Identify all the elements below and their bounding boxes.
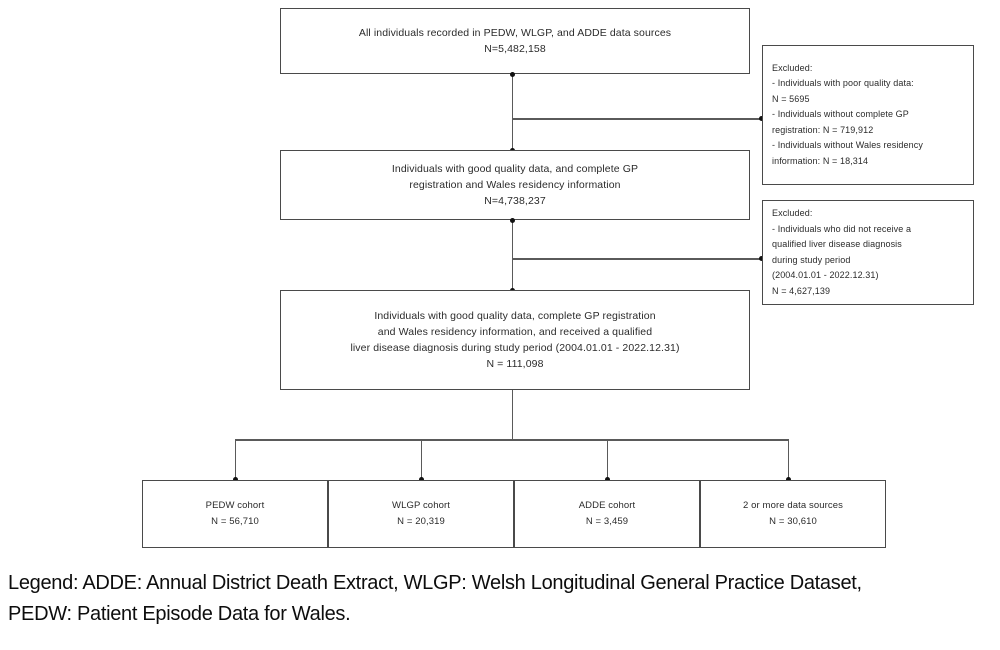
node-exclusion-first-line5: registration: N = 719,912 (772, 124, 874, 135)
node-exclusion-second-line1: Excluded: (772, 208, 813, 218)
connector-dot-cohort-1 (419, 477, 424, 482)
connector-dot-box2-bottom (510, 217, 515, 223)
node-exclusion-first-line1: Excluded: (772, 62, 813, 73)
node-exclusion-second-line5: (2004.01.01 - 2022.12.31) (772, 270, 879, 280)
node-exclusion-second-line3: qualified liver disease diagnosis (772, 239, 902, 249)
connector-arrow-exclusion-2 (759, 255, 764, 261)
connector-horizontal-to-exclusion-2 (511, 258, 763, 260)
connector-vertical-box2-box3 (511, 220, 513, 290)
node-qualified-diagnosis-line1: Individuals with good quality data, comp… (374, 310, 656, 322)
node-qualified-diagnosis-line4: N = 111,098 (486, 358, 544, 370)
node-cohort-adde-count: N = 3,459 (585, 516, 629, 527)
node-good-quality-line2: registration and Wales residency informa… (409, 179, 621, 191)
connector-drop-cohort-1 (420, 439, 422, 480)
node-cohort-wlgp-label: WLGP cohort (392, 500, 450, 511)
connector-vertical-box3-split (511, 390, 513, 440)
figure-legend: Legend: ADDE: Annual District Death Extr… (8, 568, 992, 630)
node-cohort-pedw: PEDW cohort N = 56,710 (142, 480, 328, 548)
connector-horizontal-to-exclusion-1 (511, 118, 763, 120)
figure-legend-line2: PEDW: Patient Episode Data for Wales. (8, 603, 351, 625)
connector-dot-cohort-3 (786, 477, 791, 482)
node-all-individuals-line1: All individuals recorded in PEDW, WLGP, … (358, 27, 672, 39)
figure-legend-line1: Legend: ADDE: Annual District Death Extr… (8, 572, 862, 594)
connector-dot-box1-bottom (510, 71, 515, 77)
node-good-quality-line3: N=4,738,237 (484, 195, 546, 207)
node-cohort-multiple-sources-count: N = 30,610 (769, 516, 817, 527)
connector-vertical-box1-box2 (511, 74, 513, 150)
node-cohort-pedw-label: PEDW cohort (205, 500, 265, 511)
node-cohort-wlgp-count: N = 20,319 (397, 516, 445, 527)
node-exclusion-second-line6: N = 4,627,139 (772, 285, 831, 296)
connector-drop-cohort-2 (606, 439, 608, 480)
node-cohort-multiple-sources-label: 2 or more data sources (743, 500, 843, 511)
node-exclusion-second-line2: - Individuals who did not receive a (772, 223, 912, 234)
node-good-quality: Individuals with good quality data, and … (280, 150, 750, 220)
node-exclusion-first: Excluded: - Individuals with poor qualit… (762, 45, 974, 185)
node-qualified-diagnosis-line2: and Wales residency information, and rec… (377, 326, 653, 338)
node-exclusion-second-line4: during study period (772, 254, 851, 265)
node-all-individuals: All individuals recorded in PEDW, WLGP, … (280, 8, 750, 74)
node-exclusion-first-line2: - Individuals with poor quality data: (772, 78, 914, 89)
node-exclusion-first-line7: information: N = 18,314 (772, 155, 869, 166)
node-exclusion-first-line4: - Individuals without complete GP (772, 109, 909, 120)
node-all-individuals-line2: N=5,482,158 (484, 43, 546, 55)
node-exclusion-first-line3: N = 5695 (772, 93, 810, 104)
node-qualified-diagnosis-line3: liver disease diagnosis during study per… (350, 342, 680, 354)
flowchart-canvas: All individuals recorded in PEDW, WLGP, … (142, 8, 974, 548)
node-exclusion-second: Excluded: - Individuals who did not rece… (762, 200, 974, 305)
node-good-quality-line1: Individuals with good quality data, and … (391, 163, 639, 175)
node-exclusion-first-line6: - Individuals without Wales residency (772, 140, 923, 151)
node-cohort-adde: ADDE cohort N = 3,459 (514, 480, 700, 548)
node-cohort-pedw-count: N = 56,710 (211, 516, 259, 527)
connector-arrow-exclusion-1 (759, 115, 764, 121)
connector-split-bar (235, 439, 789, 441)
node-qualified-diagnosis: Individuals with good quality data, comp… (280, 290, 750, 390)
node-cohort-multiple-sources: 2 or more data sources N = 30,610 (700, 480, 886, 548)
connector-dot-cohort-2 (605, 477, 610, 482)
node-cohort-wlgp: WLGP cohort N = 20,319 (328, 480, 514, 548)
connector-drop-cohort-3 (787, 439, 789, 480)
connector-dot-cohort-0 (233, 477, 238, 482)
node-cohort-adde-label: ADDE cohort (578, 500, 636, 511)
connector-drop-cohort-0 (234, 439, 236, 480)
